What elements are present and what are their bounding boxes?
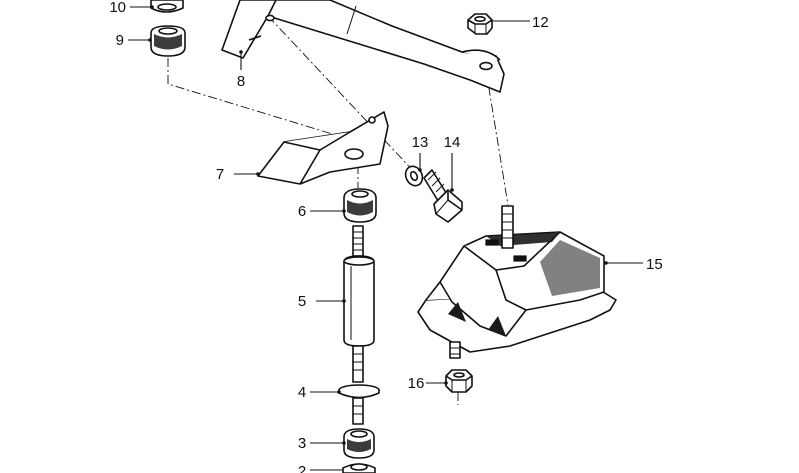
part-6-rubber-buffer [343, 188, 377, 223]
part-3-rubber-buffer [343, 428, 375, 459]
callout-label-12: 12 [532, 14, 549, 31]
part-14-hex-bolt [423, 169, 463, 223]
callout-labels: 10 9 8 12 13 14 7 6 15 5 16 4 3 2 [109, 0, 662, 473]
callout-label-3: 3 [298, 435, 306, 452]
callout-label-13: 13 [412, 134, 429, 151]
callout-label-4: 4 [298, 384, 306, 401]
callout-label-7: 7 [216, 166, 224, 183]
part-8-support-bracket [221, 0, 505, 93]
part-12-hex-nut [467, 13, 493, 35]
callout-label-14: 14 [444, 134, 461, 151]
part-15-rubber-mount [417, 205, 617, 359]
callout-label-8: 8 [237, 73, 245, 90]
part-7-angle-bracket [257, 111, 389, 185]
callout-label-2: 2 [298, 463, 306, 473]
callout-label-5: 5 [298, 293, 306, 310]
callout-label-6: 6 [298, 203, 306, 220]
callout-label-15: 15 [646, 256, 663, 273]
part-5-spacer-sleeve [343, 225, 375, 383]
callout-dots [148, 5, 608, 445]
part-16-hex-nut [445, 369, 473, 393]
part-13-washer [404, 165, 424, 187]
callout-label-9: 9 [116, 32, 124, 49]
callout-leaders [128, 6, 643, 471]
callout-label-16: 16 [408, 375, 425, 392]
part-4-washer [338, 384, 380, 425]
part-10-nut [150, 0, 184, 13]
callout-label-10: 10 [109, 0, 126, 16]
part-2-nut [342, 463, 376, 473]
part-9-rubber-buffer [150, 25, 186, 57]
